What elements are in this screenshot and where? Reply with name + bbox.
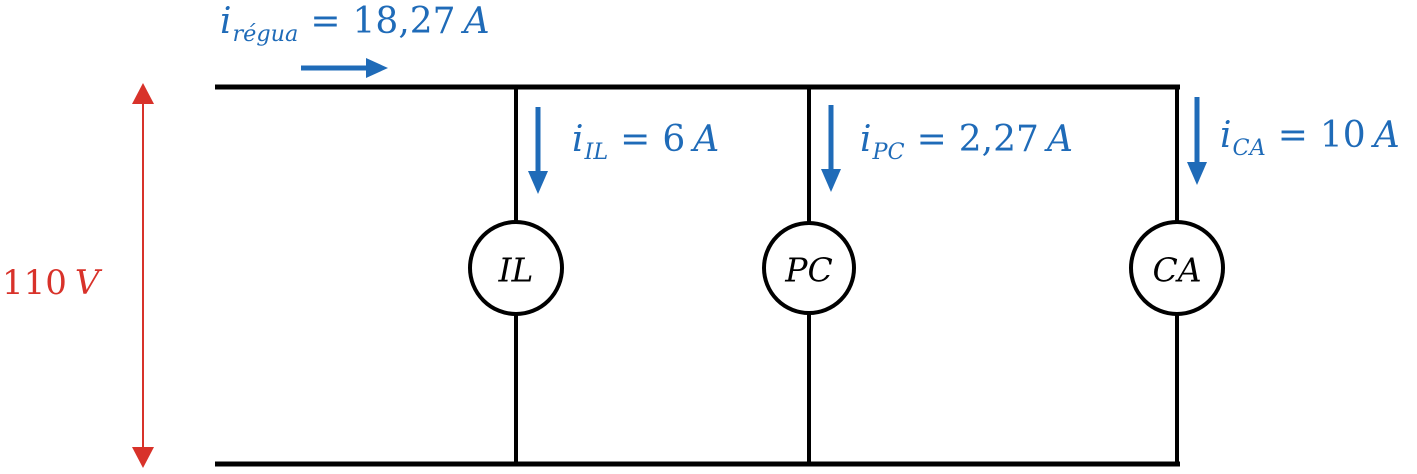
component-il-label: IL — [498, 250, 534, 290]
voltage-arrow-head-bottom — [132, 447, 154, 468]
total-current-arrow-head — [366, 58, 388, 78]
component-ca — [1129, 220, 1225, 316]
component-pc — [762, 221, 856, 315]
il-current-equals: = — [620, 119, 651, 160]
pc-current-arrow-head — [821, 169, 841, 192]
component-il — [468, 220, 564, 316]
total-current-subscript: régua — [232, 21, 299, 48]
il-current-unit: A — [693, 119, 720, 160]
pc-current-subscript: PC — [872, 139, 905, 166]
pc-current-unit: A — [1046, 119, 1073, 160]
il-current-subscript: IL — [584, 139, 609, 166]
ca-current-unit: A — [1373, 115, 1400, 156]
pc-current-equals: = — [916, 119, 947, 160]
ca-current-equals: = — [1277, 115, 1308, 156]
ca-current-symbol: i — [1220, 115, 1232, 156]
ca-current-value: 10 — [1319, 115, 1366, 156]
voltage-arrow-head-top — [132, 83, 154, 104]
total-current-symbol: i — [220, 1, 232, 42]
il-current-value: 6 — [662, 119, 686, 160]
total-current-equals: = — [310, 1, 341, 42]
pc-current-symbol: i — [860, 119, 872, 160]
ca-current-subscript: CA — [1232, 135, 1266, 162]
voltage-value: 110 — [2, 263, 67, 303]
total-current-unit: A — [463, 1, 490, 42]
component-pc-label: PC — [785, 250, 833, 290]
ca-current-arrow-head — [1187, 162, 1207, 185]
pc-current-value: 2,27 — [958, 119, 1039, 160]
component-ca-label: CA — [1152, 250, 1202, 290]
il-current-arrow-head — [528, 171, 548, 194]
il-current-symbol: i — [572, 119, 584, 160]
total-current-value: 18,27 — [352, 1, 456, 42]
voltage-unit: V — [74, 263, 100, 303]
